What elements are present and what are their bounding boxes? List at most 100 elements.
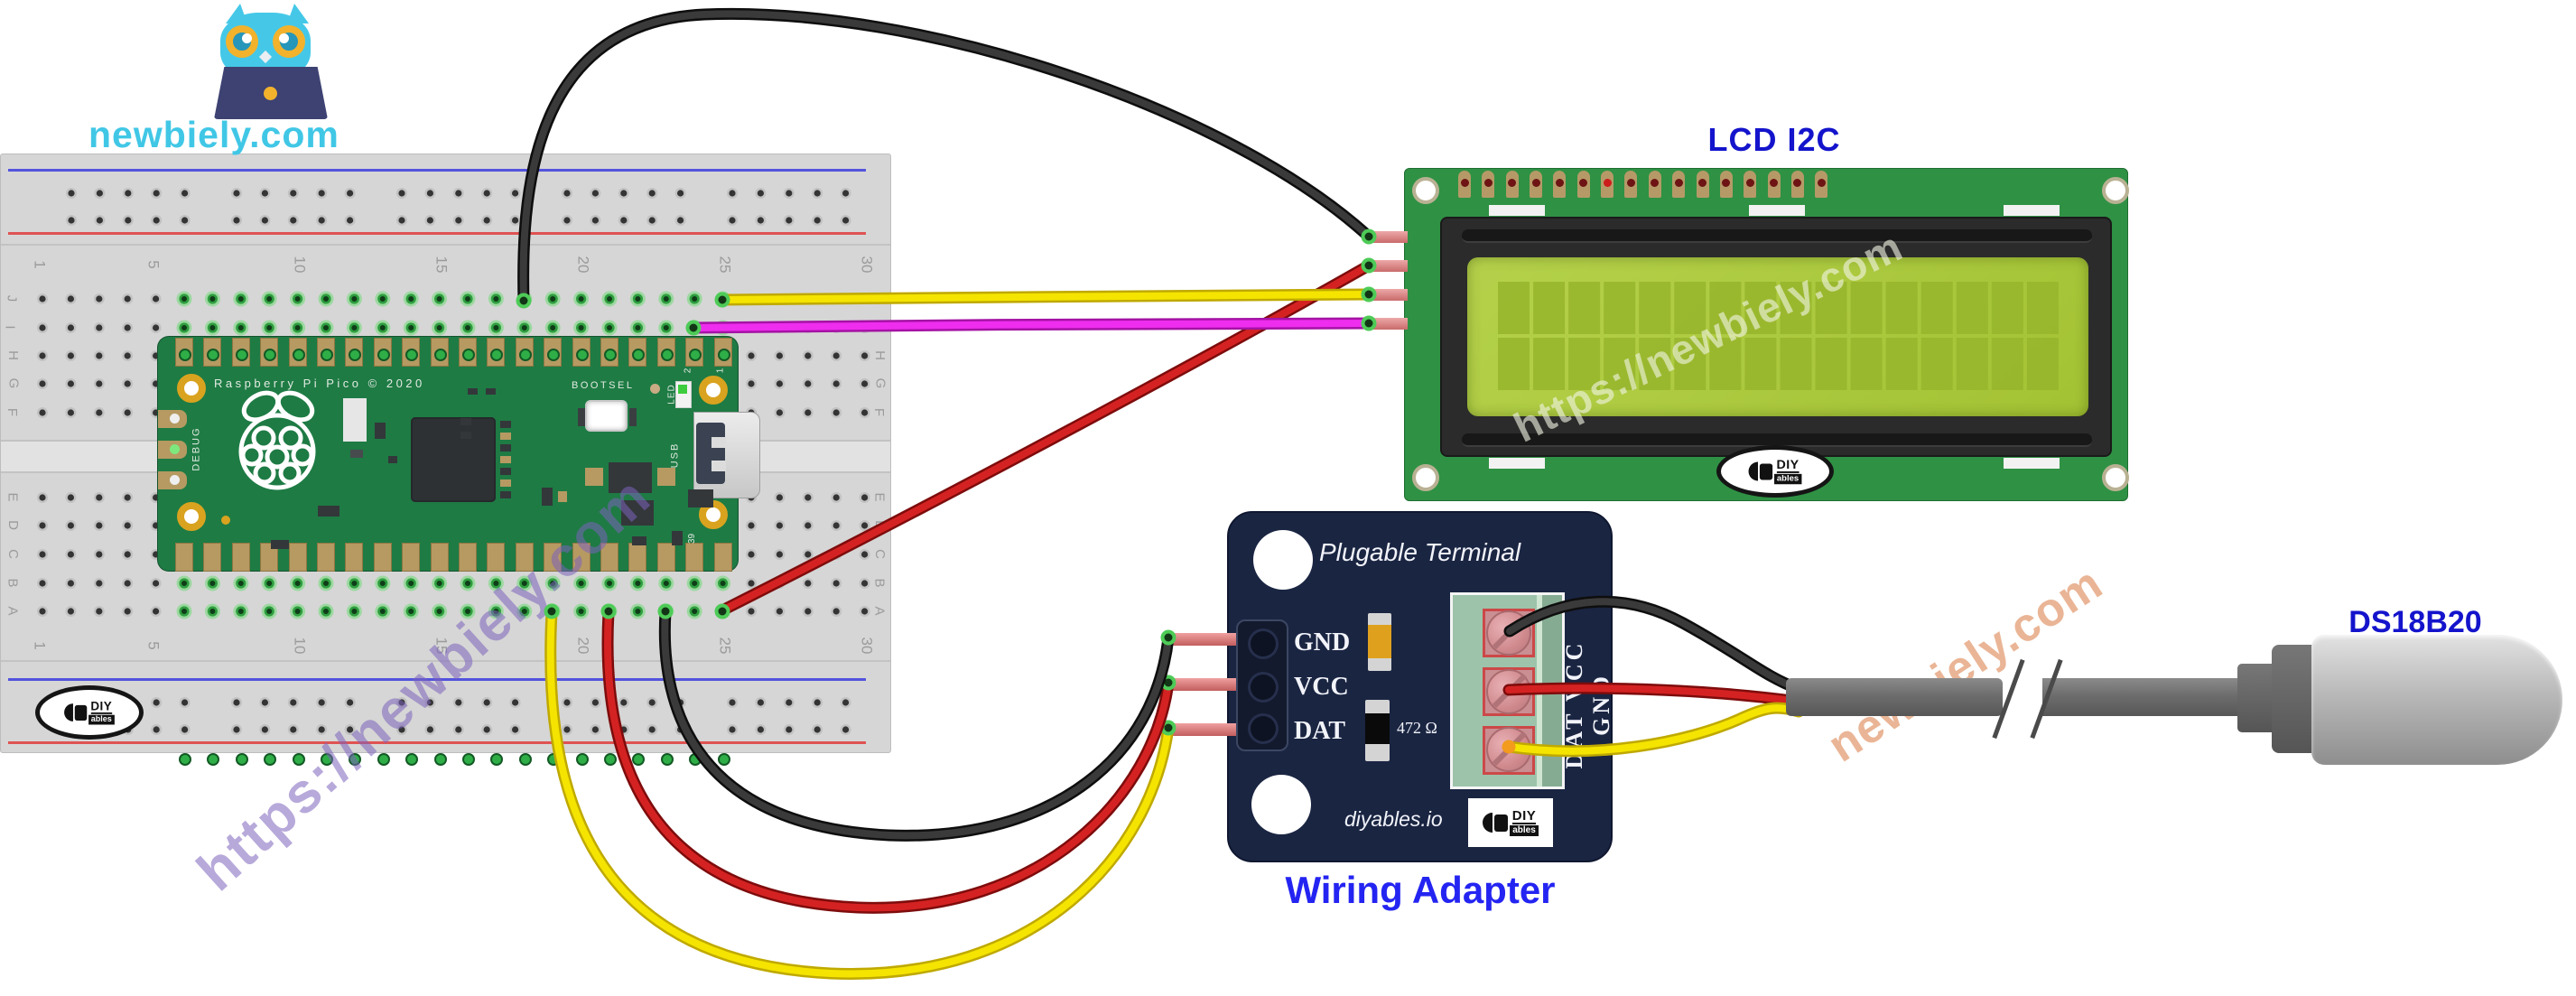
pico-castellated-pin bbox=[288, 338, 307, 367]
pico-castellated-pin bbox=[373, 543, 392, 766]
probe-metal-body bbox=[2311, 635, 2562, 765]
pico-castellated-pin bbox=[317, 543, 335, 766]
lcd-pin-dot bbox=[1817, 179, 1826, 187]
rp2040-chip bbox=[411, 417, 496, 502]
lcd-bezel-groove bbox=[1462, 229, 2092, 243]
smd-component bbox=[632, 536, 646, 545]
pico-pin-hole bbox=[462, 349, 475, 361]
terminal-screw-gnd bbox=[1486, 610, 1531, 656]
pico-castellated-pin bbox=[402, 338, 421, 367]
pico-pin-hole bbox=[575, 349, 589, 361]
pico-castellated-pin bbox=[430, 543, 449, 766]
adapter-mount-hole bbox=[1251, 775, 1311, 834]
smd-component bbox=[318, 506, 339, 517]
pico-gold-dot bbox=[221, 516, 230, 525]
pico-pin-hole bbox=[264, 349, 277, 361]
raspberry-pi-pico-board: Raspberry Pi Pico © 2020 DEBUG bbox=[158, 337, 760, 766]
screw-slot bbox=[1492, 673, 1528, 709]
pico-castellated-pin bbox=[459, 338, 477, 367]
pico-pin-hole bbox=[604, 753, 617, 766]
lcd-pin-dot bbox=[1626, 179, 1635, 187]
pico-pin-hole bbox=[717, 753, 730, 766]
smd-component bbox=[388, 456, 397, 463]
column-number: 25 bbox=[716, 637, 734, 655]
column-number: 30 bbox=[858, 637, 876, 655]
diy-logo-square-icon bbox=[1760, 462, 1773, 480]
pico-pin-hole bbox=[490, 753, 504, 766]
pico-castellated-pin bbox=[175, 338, 193, 367]
header-pad bbox=[1248, 672, 1279, 703]
lcd-pin-dot bbox=[1603, 179, 1612, 187]
pico-castellated-pin bbox=[203, 543, 222, 766]
row-letter: G bbox=[872, 377, 888, 389]
terminal-block-strip bbox=[1542, 595, 1562, 787]
pico-pin-hole bbox=[207, 349, 220, 361]
smd-component bbox=[500, 491, 511, 498]
newbiely-logo: newbiely.com bbox=[0, 0, 415, 167]
pico-pin-hole bbox=[660, 753, 674, 766]
pico-pin-hole bbox=[321, 349, 333, 361]
row-letter: C bbox=[871, 549, 888, 559]
raspberry-logo-icon bbox=[238, 390, 316, 490]
column-number: 20 bbox=[574, 637, 592, 655]
pico-pin-hole bbox=[349, 349, 362, 361]
row-letter: B bbox=[871, 578, 888, 588]
pico-pin-hole bbox=[349, 753, 362, 766]
terminal-screw-vcc bbox=[1486, 669, 1531, 714]
lcd-pin-dot bbox=[1698, 179, 1706, 187]
row-letter: F bbox=[5, 407, 21, 417]
lcd-i2c-pin-vcc bbox=[1366, 260, 1408, 272]
pico-castellated-pin bbox=[402, 543, 421, 766]
pico-castellated-pin bbox=[628, 338, 647, 367]
smd-component bbox=[542, 488, 553, 506]
pico-pin-hole bbox=[518, 349, 532, 361]
smd-component bbox=[500, 433, 511, 440]
pico-pin-hole bbox=[462, 753, 475, 766]
debug-pin-hole bbox=[170, 414, 180, 424]
column-number: 5 bbox=[144, 260, 163, 269]
lcd-pin-dot bbox=[1674, 179, 1683, 187]
resistor-value-label: 472 Ω bbox=[1397, 719, 1437, 737]
debug-pin-hole bbox=[170, 444, 180, 454]
column-number: 15 bbox=[432, 256, 451, 274]
owl-pupil-right bbox=[279, 33, 289, 43]
pico-mount-hole bbox=[177, 374, 206, 403]
adapter-gnd-label: GND bbox=[1294, 628, 1351, 656]
pico-pin-hole bbox=[575, 753, 589, 766]
pico-pin2-label: 2 bbox=[683, 368, 693, 374]
pico-pin-hole bbox=[235, 349, 248, 361]
smd-component bbox=[350, 450, 363, 458]
lcd-mount-hole bbox=[1412, 177, 1439, 204]
row-letter: F bbox=[871, 407, 888, 417]
diy-logo-square-icon bbox=[1494, 814, 1509, 832]
pico-pin-hole bbox=[433, 349, 447, 361]
pico-mount-hole bbox=[699, 376, 728, 405]
column-number: 20 bbox=[574, 256, 592, 274]
row-letter: I bbox=[869, 325, 885, 330]
smd-component bbox=[672, 531, 683, 545]
row-letter: D bbox=[5, 520, 21, 530]
lcd-pin-dot bbox=[1531, 179, 1540, 187]
pico-castellated-pin bbox=[260, 543, 279, 766]
pico-castellated-pin bbox=[231, 543, 250, 766]
lcd-tab bbox=[1489, 458, 1545, 469]
pico-castellated-pin bbox=[459, 543, 477, 766]
pico-pin-hole bbox=[689, 753, 702, 766]
column-number: 1 bbox=[31, 260, 49, 269]
pico-castellated-pin bbox=[231, 338, 250, 367]
header-pad bbox=[1248, 628, 1279, 659]
row-letter: B bbox=[5, 578, 21, 588]
wiring-adapter-board: Plugable Terminal GND VCC DAT 472 Ω DAT … bbox=[1165, 511, 1614, 862]
pico-pin-hole bbox=[433, 753, 447, 766]
sensor-cable-segment bbox=[1786, 678, 2003, 716]
pico-mount-hole bbox=[177, 502, 206, 531]
adapter-dat-label: DAT bbox=[1294, 717, 1346, 745]
lcd-pin-dot bbox=[1651, 179, 1660, 187]
owl-glass-left bbox=[226, 25, 258, 58]
sensor-title: DS18B20 bbox=[2348, 605, 2482, 639]
bootsel-dot bbox=[650, 384, 660, 394]
